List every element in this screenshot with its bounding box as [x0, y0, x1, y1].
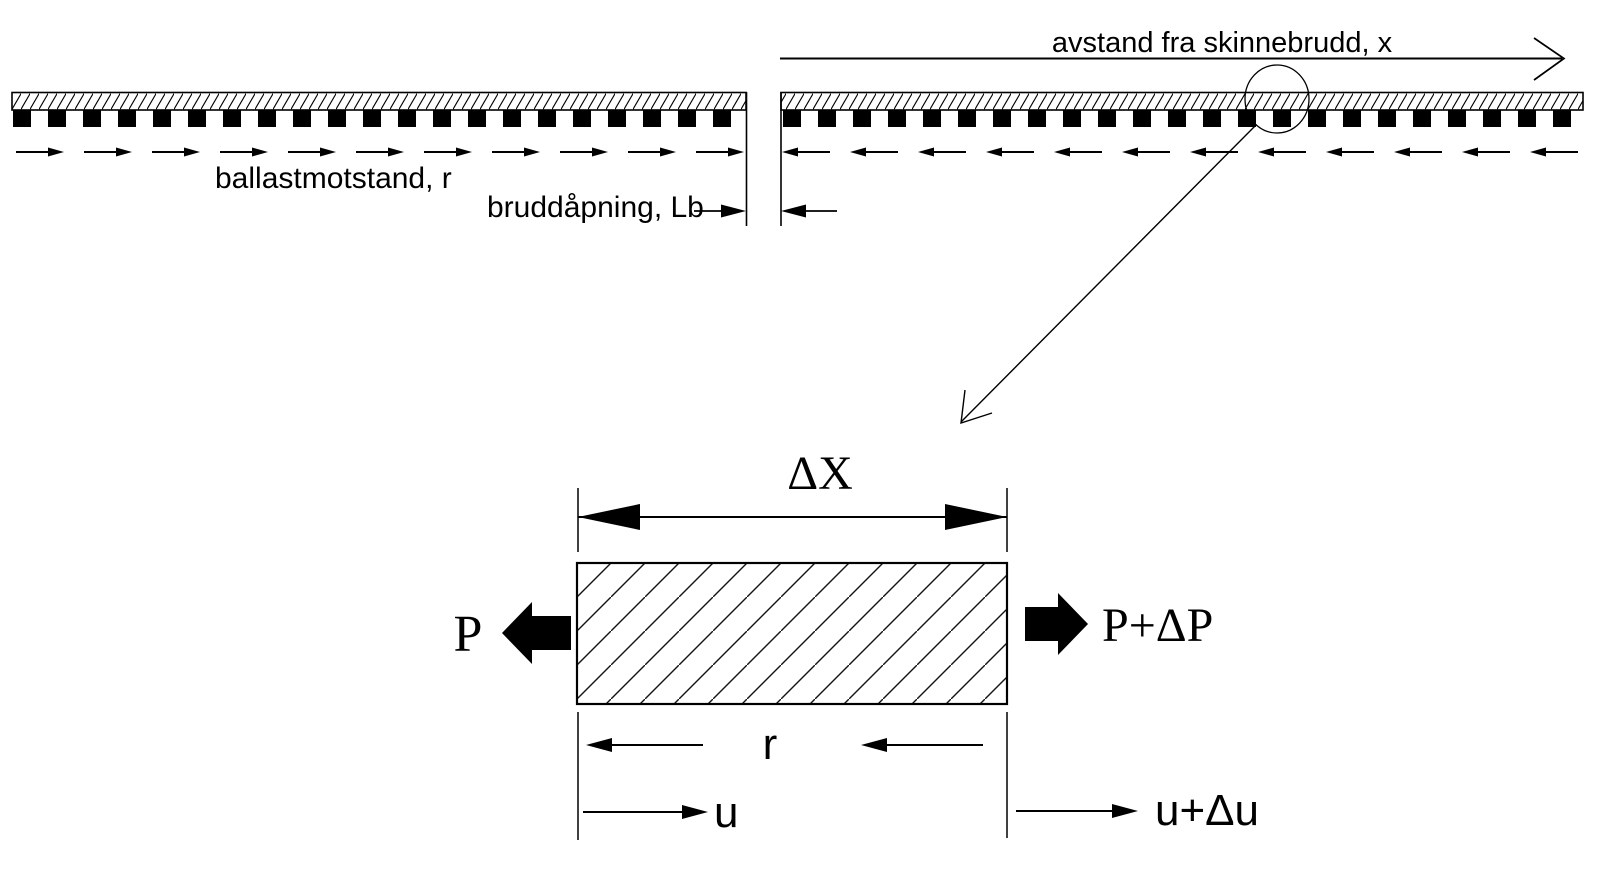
force-arrow-right-icon	[1025, 593, 1088, 655]
resistance-arrow-right-head-icon	[861, 738, 887, 752]
left-force-label: P	[454, 606, 483, 663]
rail-right-hatch-strip	[780, 91, 1584, 111]
ballast-arrows-left-rail	[12, 145, 746, 159]
rail-left-sleepers	[12, 110, 746, 128]
left-displacement-label: u	[714, 788, 738, 837]
force-arrow-left-icon	[502, 602, 571, 664]
ballast-label: ballastmotstand, r	[215, 162, 452, 195]
dx-label: ΔX	[787, 447, 853, 500]
resistance-label: r	[763, 720, 778, 769]
dim-arrowhead-right-icon	[945, 504, 1007, 530]
displacement-arrow-left-head-icon	[682, 805, 708, 819]
detail-leader-line	[960, 124, 1257, 423]
detail-callout-circle	[1244, 64, 1310, 134]
rail-element-rect	[575, 561, 1009, 706]
resistance-arrow-left-head-icon	[586, 738, 612, 752]
displacement-arrow-right-head-icon	[1112, 804, 1138, 818]
distance-label: avstand fra skinnebrudd, x	[1052, 27, 1393, 59]
distance-axis-arrowhead-icon	[1533, 37, 1566, 81]
gap-pointer-left-arrowhead-icon	[721, 204, 746, 218]
gap-label: bruddåpning, Lb	[487, 191, 704, 224]
rail-right-sleepers	[781, 110, 1583, 128]
right-displacement-label: u+Δu	[1155, 786, 1259, 835]
dim-arrowhead-left-icon	[578, 504, 640, 530]
ballast-arrows-right-rail	[781, 145, 1583, 159]
detail-leader-arrowhead-icon	[960, 389, 993, 425]
rail-left-hatch-strip	[11, 91, 747, 111]
gap-pointer-right-arrowhead-icon	[781, 204, 806, 218]
right-force-label: P+ΔP	[1102, 599, 1213, 652]
